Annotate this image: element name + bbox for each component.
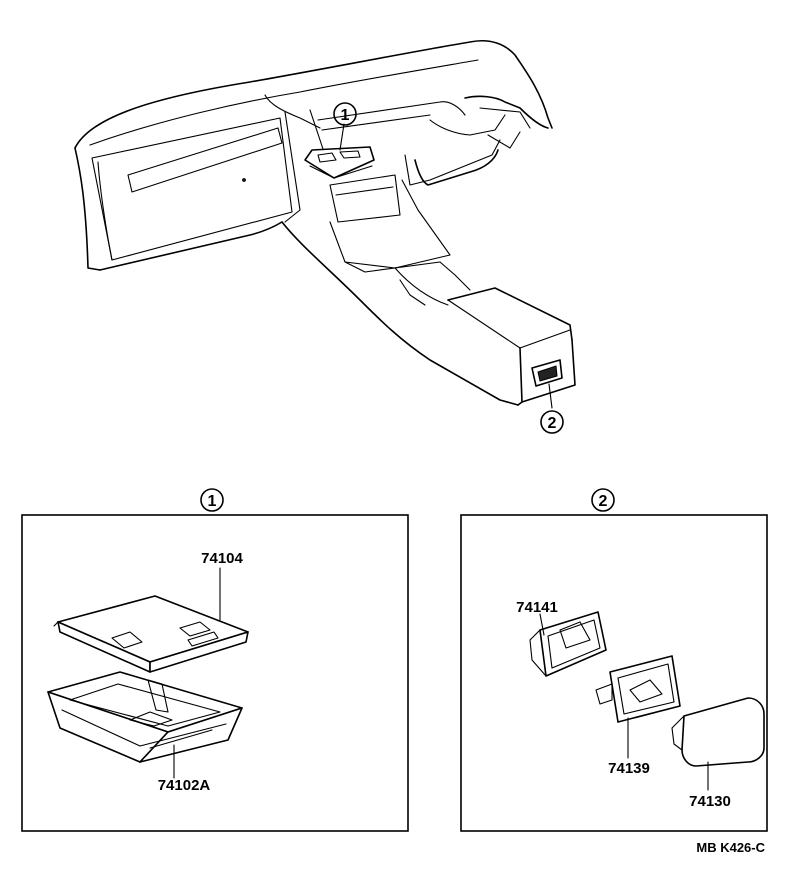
group-1-panel: 1 74104 74102A: [21, 488, 409, 832]
group-1-heading-label: 1: [208, 493, 217, 510]
part-74139-label: 74139: [608, 760, 650, 777]
group-1-heading: 1: [200, 488, 224, 512]
part-ashtray-box-illustration: [47, 671, 243, 763]
callout-1: 1: [333, 102, 357, 126]
part-ashtray-cover-illustration: [671, 697, 765, 767]
callout-2-label: 2: [548, 415, 557, 432]
reference-code: MB K426-C: [696, 840, 765, 855]
front-ashtray-location: [304, 146, 375, 179]
part-74130-label: 74130: [689, 793, 731, 810]
group-2-heading: 2: [591, 488, 615, 512]
part-74104-label: 74104: [201, 550, 243, 567]
part-74141-label: 74141: [516, 599, 558, 616]
callout-2: 2: [540, 410, 564, 434]
group-2-panel: 2 74141 74139 74130: [460, 488, 768, 832]
part-ashtray-lid-illustration: [53, 595, 249, 673]
group-2-frame: [460, 514, 768, 832]
dashboard-overview-illustration: 1 2: [74, 39, 576, 434]
rear-ashtray-location: [531, 359, 563, 387]
part-ashtray-holder-illustration: [529, 611, 607, 677]
part-ashtray-frame-illustration: [595, 655, 681, 723]
leader-74141: [539, 613, 545, 636]
group-1-frame: [21, 514, 409, 832]
callout-1-label: 1: [341, 107, 350, 124]
part-74102A-label: 74102A: [158, 777, 211, 794]
group-2-heading-label: 2: [599, 493, 608, 510]
